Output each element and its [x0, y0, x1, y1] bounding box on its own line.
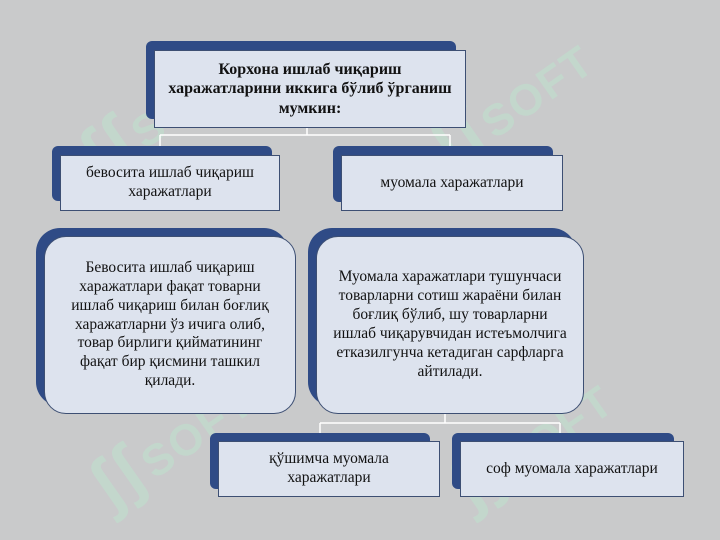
right-description-text: Муомала харажатлари тушунчаси товарларни…: [316, 236, 584, 414]
left-description-text: Бевосита ишлаб чиқариш харажатлари фақат…: [44, 236, 296, 414]
root-text: Корхона ишлаб чиқариш харажатларини икки…: [154, 50, 466, 128]
right-category-text: муомала харажатлари: [341, 155, 563, 211]
left-category-text: бевосита ишлаб чиқариш харажатлари: [60, 155, 280, 211]
sub-right-text: соф муомала харажатлари: [460, 441, 684, 497]
sub-left-text: қўшимча муомала харажатлари: [218, 441, 440, 497]
